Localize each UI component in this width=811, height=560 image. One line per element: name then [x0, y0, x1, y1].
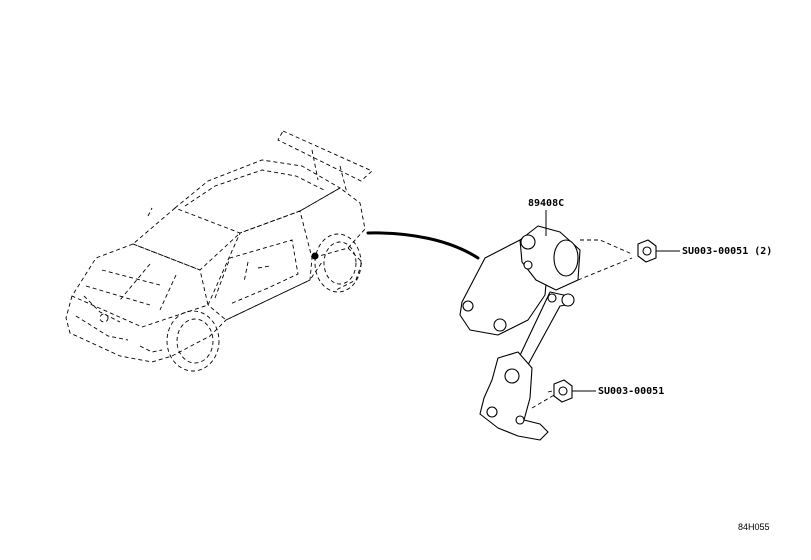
height-sensor-assembly [459, 210, 581, 441]
nut-lower-icon [553, 379, 573, 403]
fastener-lower-label[interactable]: SU003-00051 [598, 386, 664, 397]
part-number-label[interactable]: 89408C [528, 198, 564, 209]
vehicle-illustration [65, 130, 373, 372]
nut-upper-icon [637, 239, 657, 263]
diagram-code: 84H055 [738, 522, 770, 532]
fastener-upper-label[interactable]: SU003-00051 (2) [682, 246, 772, 257]
leader-curve [366, 231, 480, 260]
